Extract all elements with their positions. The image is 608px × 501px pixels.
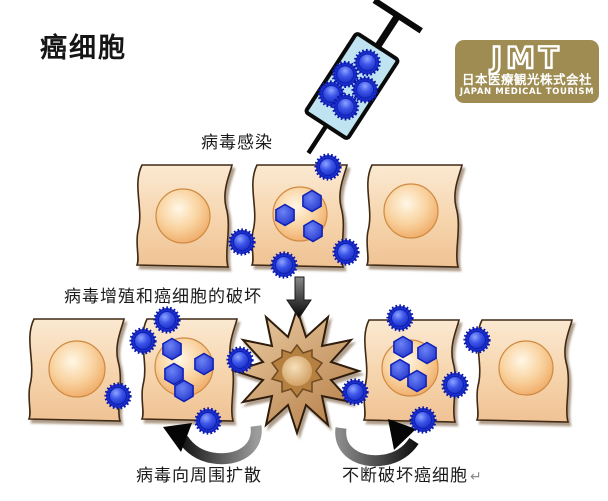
- virus-icon: [332, 238, 360, 266]
- virus-spread-label: 病毒向周围扩散: [136, 466, 262, 486]
- spread-arrow-right-icon: [335, 419, 419, 467]
- jmt-logo-name-en: JAPAN MEDICAL TOURISM: [459, 87, 595, 97]
- continuous-destruction-text: 不断破坏癌细胞: [342, 466, 468, 486]
- jmt-logo: JMT 日本医療観光株式会社 JAPAN MEDICAL TOURISM: [455, 40, 599, 103]
- cell-nucleus: [48, 340, 106, 398]
- virus-proliferation-label: 病毒增殖和癌细胞的破坏: [64, 287, 262, 307]
- virus-icon: [409, 406, 437, 434]
- virus-infection-label: 病毒感染: [201, 133, 273, 153]
- destroyed-cell-burst-icon: [231, 305, 363, 437]
- virus-icon: [153, 306, 181, 334]
- page-title: 癌细胞: [40, 33, 127, 64]
- virus-icon: [226, 346, 254, 374]
- virus-icon: [314, 153, 342, 181]
- cell-nucleus: [498, 340, 554, 396]
- virus-icon: [463, 326, 491, 354]
- virus-icon: [341, 378, 369, 406]
- virus-icon: [386, 304, 414, 332]
- jmt-logo-name-jp: 日本医療観光株式会社: [461, 72, 592, 87]
- virus-icon: [129, 327, 157, 355]
- cell-nucleus: [383, 183, 439, 239]
- return-mark: ↵: [470, 469, 483, 485]
- virus-icon: [104, 382, 132, 410]
- cell-nucleus: [155, 188, 211, 244]
- jmt-logo-acronym: JMT: [490, 41, 563, 75]
- spread-arrow-left-icon: [163, 423, 262, 465]
- virus-icon: [228, 228, 256, 256]
- virus-icon: [194, 407, 222, 435]
- continuous-destruction-label: 不断破坏癌细胞↵: [342, 461, 483, 486]
- down-arrow-icon: [286, 276, 312, 319]
- virus-icon: [441, 371, 469, 399]
- syringe-icon: [304, 0, 423, 155]
- virus-icon: [270, 251, 298, 279]
